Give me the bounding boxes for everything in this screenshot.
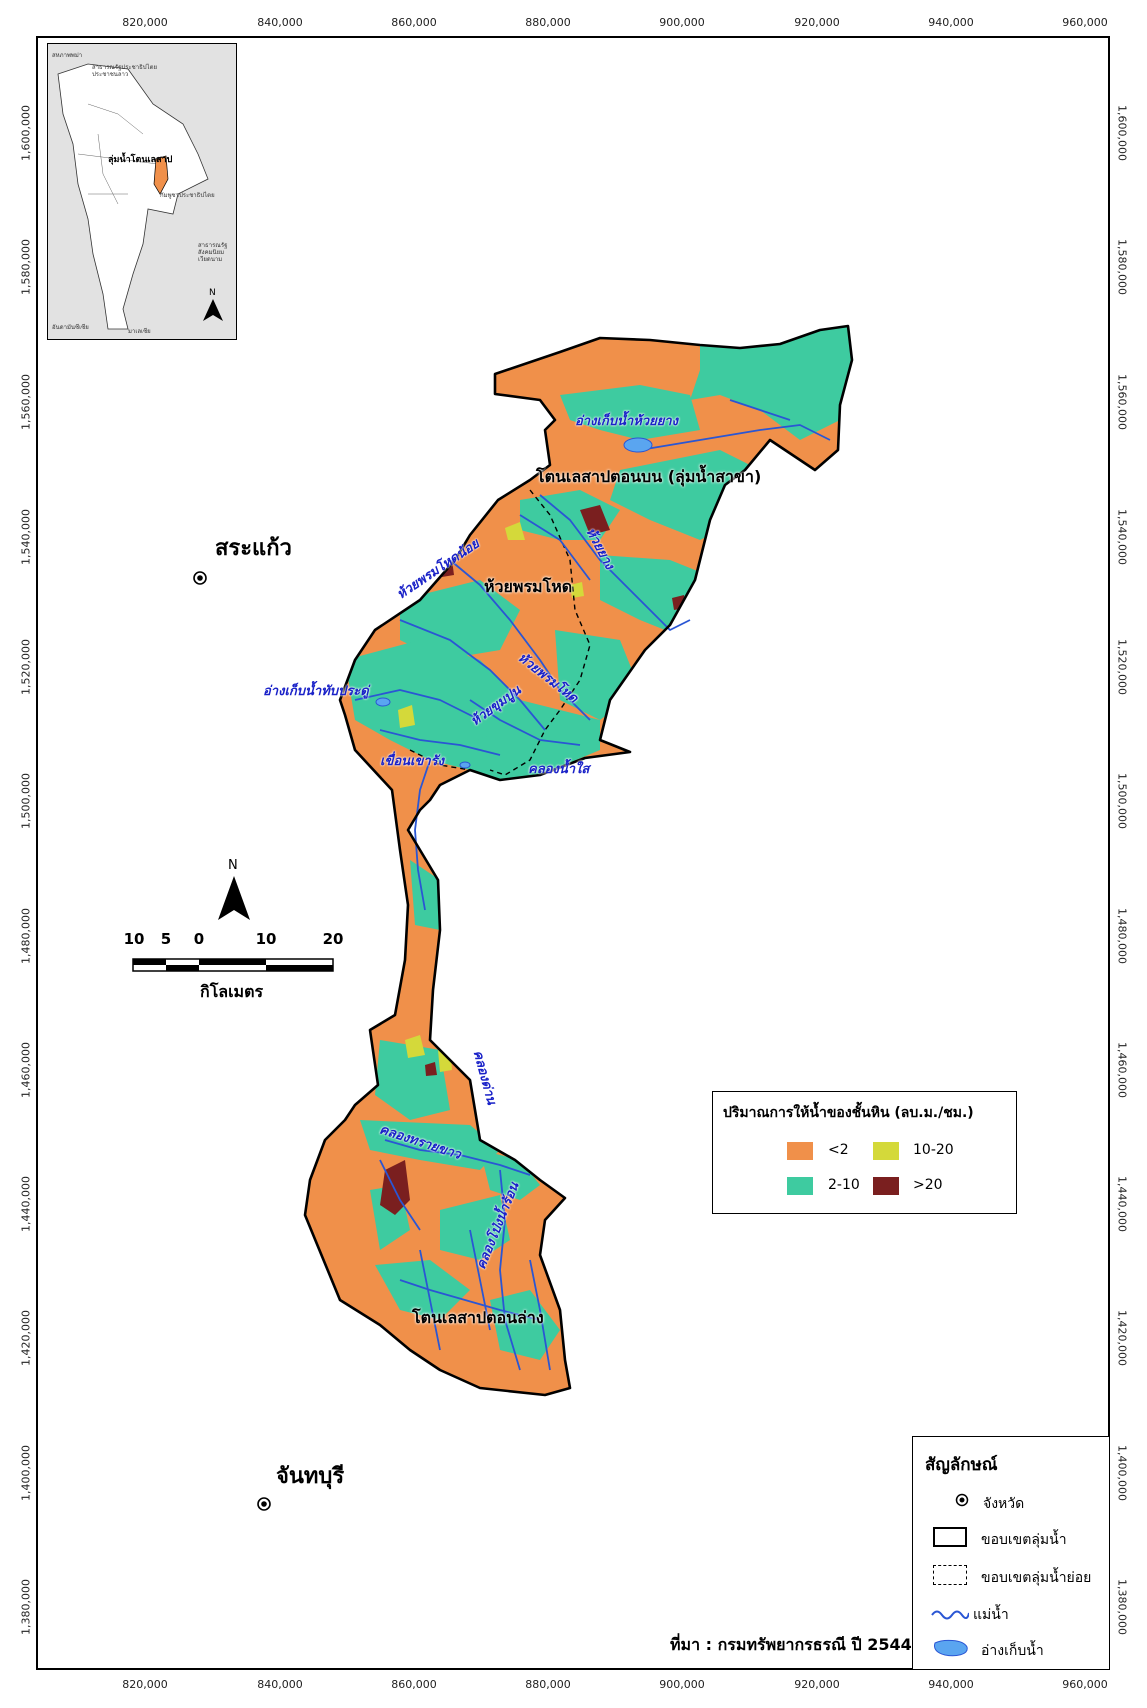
inset-north-label: N	[209, 288, 216, 298]
symbol-label-sub-basin-boundary: ขอบเขตลุ่มน้ำย่อย	[981, 1570, 1092, 1586]
tick-top-860000: 860,000	[391, 16, 437, 29]
tick-top-920000: 920,000	[794, 16, 840, 29]
basin-boundary-swatch	[933, 1527, 967, 1547]
tick-top-820000: 820,000	[122, 16, 168, 29]
tick-bottom-940000: 940,000	[928, 1678, 974, 1691]
tick-bottom-900000: 900,000	[659, 1678, 705, 1691]
tick-bottom-880000: 880,000	[525, 1678, 571, 1691]
province-marker-icon	[955, 1493, 969, 1507]
symbol-legend-title: สัญลักษณ์	[925, 1455, 998, 1475]
river-label-thap-pradu-reservoir: อ่างเก็บน้ำทับประดู่	[263, 684, 369, 699]
tick-bottom-840000: 840,000	[257, 1678, 303, 1691]
north-arrow-icon	[218, 876, 250, 920]
river-label-huai-yang-reservoir: อ่างเก็บน้ำห้วยยาง	[575, 414, 678, 429]
river-line-icon	[931, 1610, 969, 1620]
province-marker-chanthaburi	[257, 1497, 271, 1511]
scale-number-10: 10	[255, 930, 277, 948]
yield-swatch-lt2	[787, 1142, 813, 1160]
map-frame	[36, 36, 1110, 1670]
inset-neighbor-andaman: อันดามันซีเซีย	[52, 324, 89, 331]
north-label: N	[228, 858, 238, 873]
yield-swatch-gt20	[873, 1177, 899, 1195]
basin-label-huai-phrom-hot: ห้วยพรมโหด	[484, 577, 573, 596]
tick-top-880000: 880,000	[525, 16, 571, 29]
inset-neighbor-malaysia: มาเลเซีย	[128, 328, 151, 335]
yield-legend-title: ปริมาณการให้น้ำของชั้นหิน (ลบ.ม./ชม.)	[723, 1105, 974, 1121]
scale-unit: กิโลเมตร	[200, 982, 264, 1001]
tick-top-900000: 900,000	[659, 16, 705, 29]
reservoir-icon	[934, 1639, 968, 1657]
symbol-label-river: แม่น้ำ	[973, 1607, 1009, 1623]
inset-neighbor-vietnam: สาธารณรัฐสังคมนิยมเวียดนาม	[198, 242, 228, 263]
inset-neighbor-myanmar: สหภาพพม่า	[52, 52, 83, 59]
yield-legend: ปริมาณการให้น้ำของชั้นหิน (ลบ.ม./ชม.) <2…	[712, 1091, 1017, 1214]
inset-neighbor-laos: สาธารณรัฐประชาธิปไตยประชาชนลาว	[92, 64, 157, 78]
symbol-label-basin-boundary: ขอบเขตลุ่มน้ำ	[981, 1532, 1067, 1548]
inset-basin-label: ลุ่มน้ำโตนเลสาป	[108, 155, 173, 165]
symbol-label-reservoir: อ่างเก็บน้ำ	[981, 1643, 1044, 1659]
sub-basin-boundary-swatch	[933, 1565, 967, 1585]
province-marker-sa-kaeo	[193, 571, 207, 585]
scale-number-0: 0	[193, 930, 205, 948]
scale-number-20: 20	[322, 930, 344, 948]
tick-bottom-860000: 860,000	[391, 1678, 437, 1691]
province-name-chanthaburi: จันทบุรี	[276, 1464, 345, 1489]
province-name-sa-kaeo: สระแก้ว	[215, 536, 292, 561]
basin-label-upper: โตนเลสาปตอนบน (ลุ่มน้ำสาขา)	[536, 467, 762, 486]
yield-label-2-10: 2-10	[828, 1177, 860, 1193]
scale-number-5: 5	[160, 930, 172, 948]
scale-number-10-left: 10	[123, 930, 145, 948]
inset-country-outline	[57, 63, 209, 330]
basin-label-lower: โตนเลสาปตอนล่าง	[412, 1308, 544, 1327]
symbol-label-province: จังหวัด	[983, 1496, 1025, 1512]
tick-bottom-960000: 960,000	[1062, 1678, 1108, 1691]
inset-north-arrow-icon	[203, 299, 223, 321]
inset-map: สหภาพพม่า สาธารณรัฐประชาธิปไตยประชาชนลาว…	[47, 43, 237, 340]
inset-neighbor-cambodia: กัมพูชาประชาธิปไตย	[160, 192, 215, 199]
yield-label-10-20: 10-20	[913, 1142, 954, 1158]
source-credit: ที่มา : กรมทรัพยากรธรณี ปี 2544	[670, 1635, 912, 1654]
river-label-khlong-nam-sai: คลองน้ำใส	[528, 762, 590, 777]
yield-swatch-10-20	[873, 1142, 899, 1160]
tick-top-940000: 940,000	[928, 16, 974, 29]
tick-top-840000: 840,000	[257, 16, 303, 29]
tick-top-960000: 960,000	[1062, 16, 1108, 29]
yield-swatch-2-10	[787, 1177, 813, 1195]
yield-label-gt20: >20	[913, 1177, 943, 1193]
river-label-khao-rang-dam: เขื่อนเขารัง	[380, 754, 444, 769]
tick-bottom-820000: 820,000	[122, 1678, 168, 1691]
tick-bottom-920000: 920,000	[794, 1678, 840, 1691]
symbol-legend: สัญลักษณ์ จังหวัด ขอบเขตลุ่มน้ำ ขอบเขตลุ…	[912, 1436, 1110, 1670]
yield-label-lt2: <2	[828, 1142, 849, 1158]
scale-bar	[132, 958, 334, 972]
